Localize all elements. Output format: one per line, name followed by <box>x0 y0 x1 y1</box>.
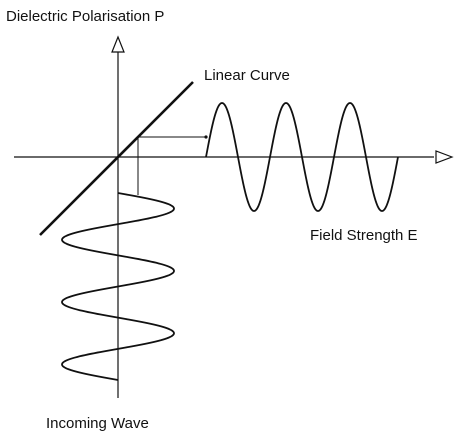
y-axis-label: Dielectric Polarisation P <box>6 8 164 25</box>
incoming-wave <box>61 192 175 381</box>
linear-curve-label: Linear Curve <box>204 67 290 84</box>
y-axis-arrowhead <box>111 35 125 53</box>
incoming-wave-label: Incoming Wave <box>46 415 149 432</box>
projection-point <box>204 135 208 139</box>
output-wave <box>205 102 399 212</box>
linear-curve <box>39 81 194 236</box>
x-axis-label: Field Strength E <box>310 227 418 244</box>
x-axis-arrowhead <box>435 150 454 164</box>
projection-guide-lines <box>137 136 206 195</box>
